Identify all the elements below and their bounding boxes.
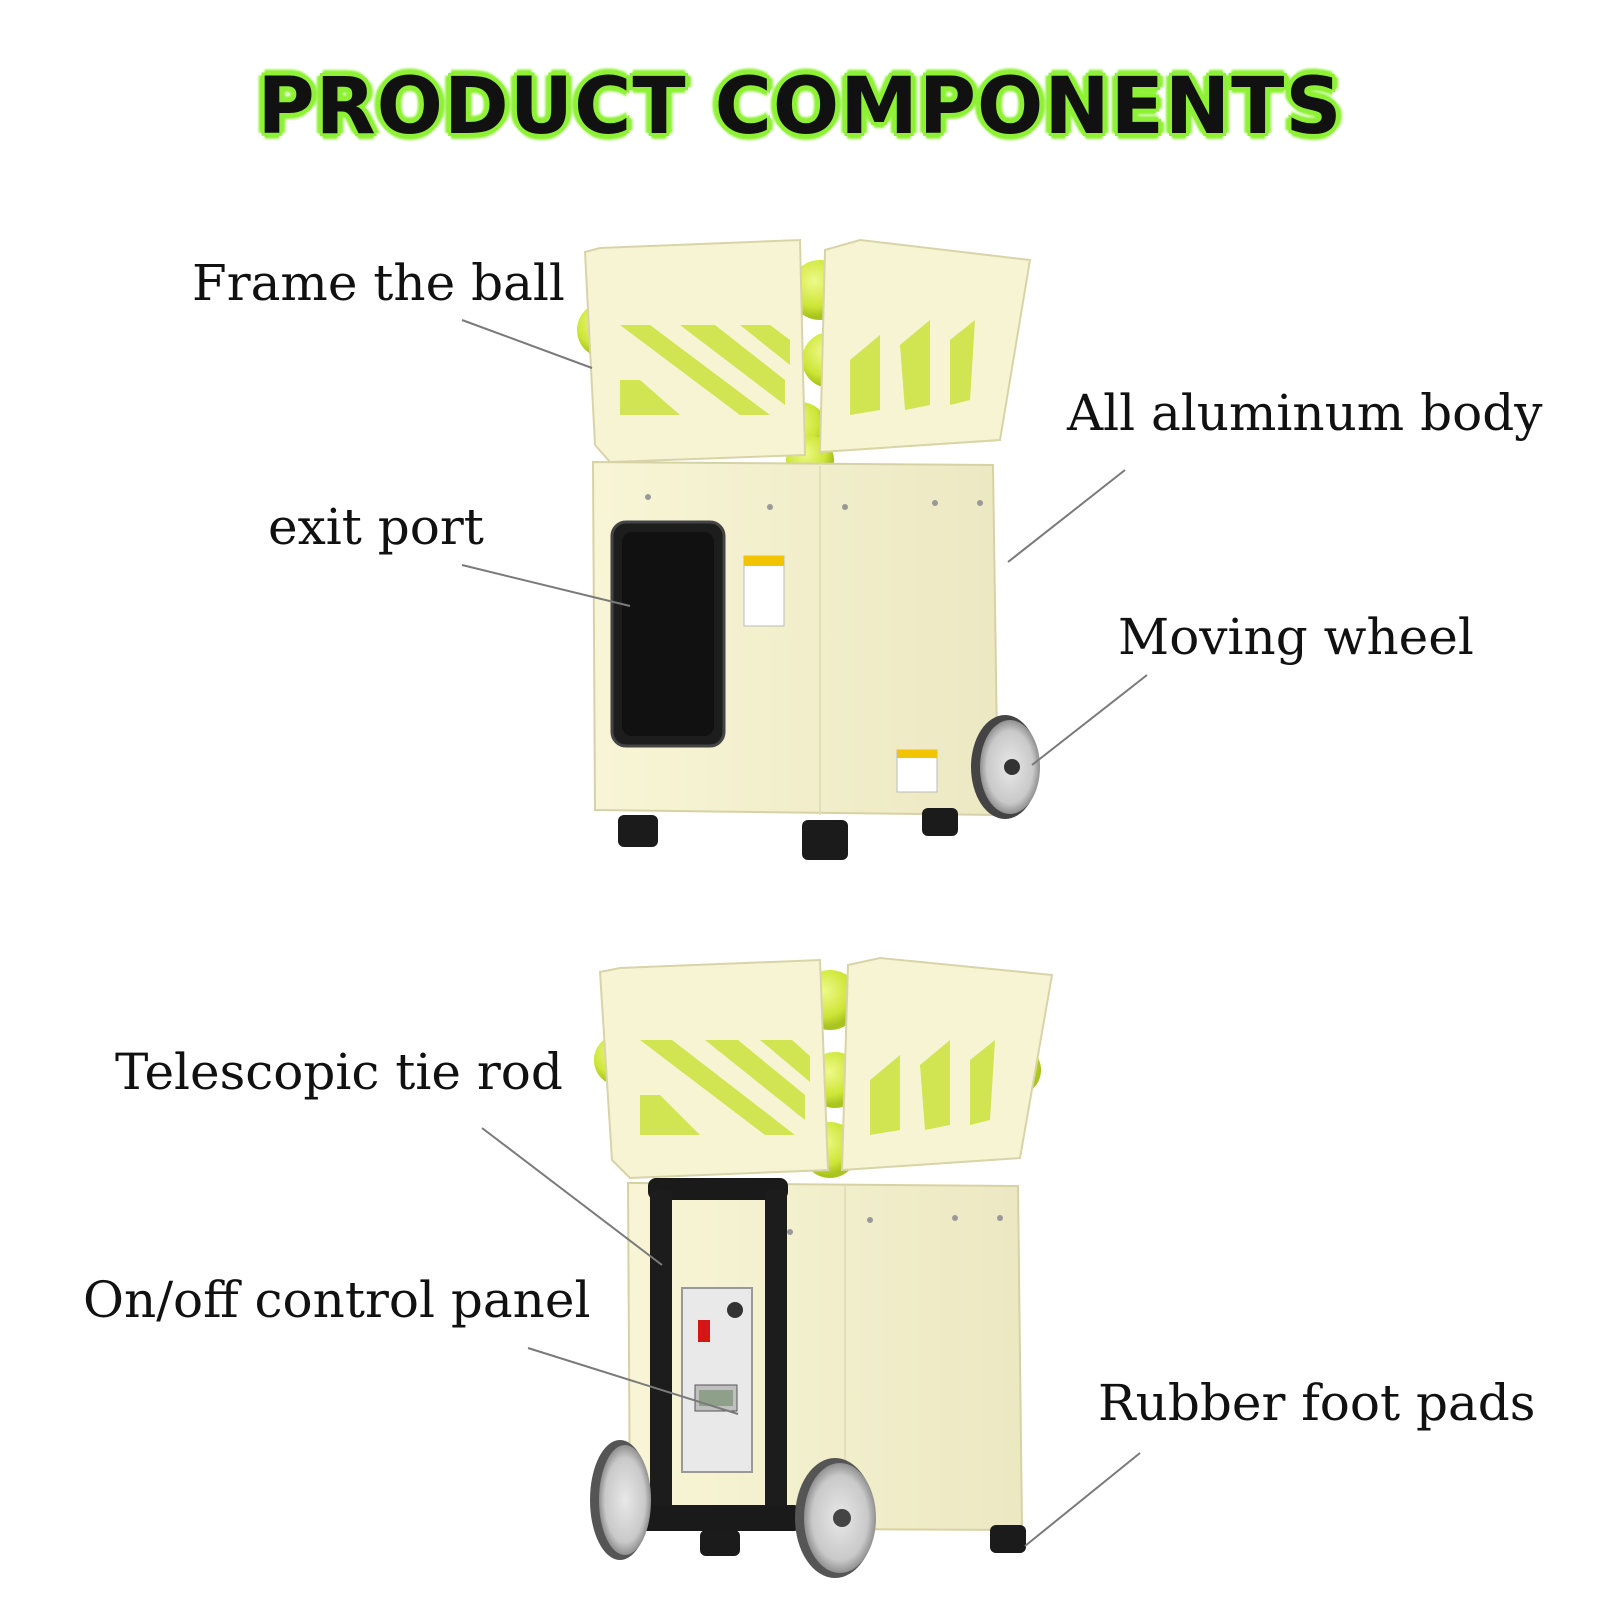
leader-telescopic-tie-rod bbox=[481, 1127, 663, 1266]
label-telescopic-tie-rod: Telescopic tie rod bbox=[115, 1043, 563, 1101]
wheel-left-bottom bbox=[590, 1440, 651, 1560]
label-moving-wheel: Moving wheel bbox=[1118, 608, 1474, 666]
leader-frame-the-ball bbox=[461, 319, 593, 369]
leader-lines bbox=[461, 319, 1148, 1547]
label-rubber-foot-pads: Rubber foot pads bbox=[1098, 1374, 1536, 1432]
label-frame-the-ball: Frame the ball bbox=[192, 254, 565, 312]
leader-control-panel bbox=[527, 1347, 739, 1415]
telescopic-tie-rod-handle bbox=[640, 1178, 800, 1531]
label-all-aluminum-body: All aluminum body bbox=[1067, 384, 1543, 442]
page-title: PRODUCT COMPONENTS bbox=[257, 62, 1343, 152]
machine-back-view bbox=[590, 956, 1054, 1578]
moving-wheel-top bbox=[971, 715, 1040, 819]
label-control-panel: On/off control panel bbox=[83, 1271, 591, 1329]
leader-rubber-foot-pads bbox=[1024, 1452, 1141, 1547]
leader-exit-port bbox=[461, 564, 631, 607]
wheel-right-bottom bbox=[795, 1458, 876, 1578]
rubber-foot-pad bbox=[990, 1525, 1026, 1553]
label-exit-port: exit port bbox=[268, 498, 484, 556]
leader-all-aluminum-body bbox=[1007, 469, 1126, 563]
machine-front-view bbox=[577, 238, 1040, 860]
control-panel-plate bbox=[681, 1287, 753, 1473]
leader-moving-wheel bbox=[1031, 674, 1148, 766]
